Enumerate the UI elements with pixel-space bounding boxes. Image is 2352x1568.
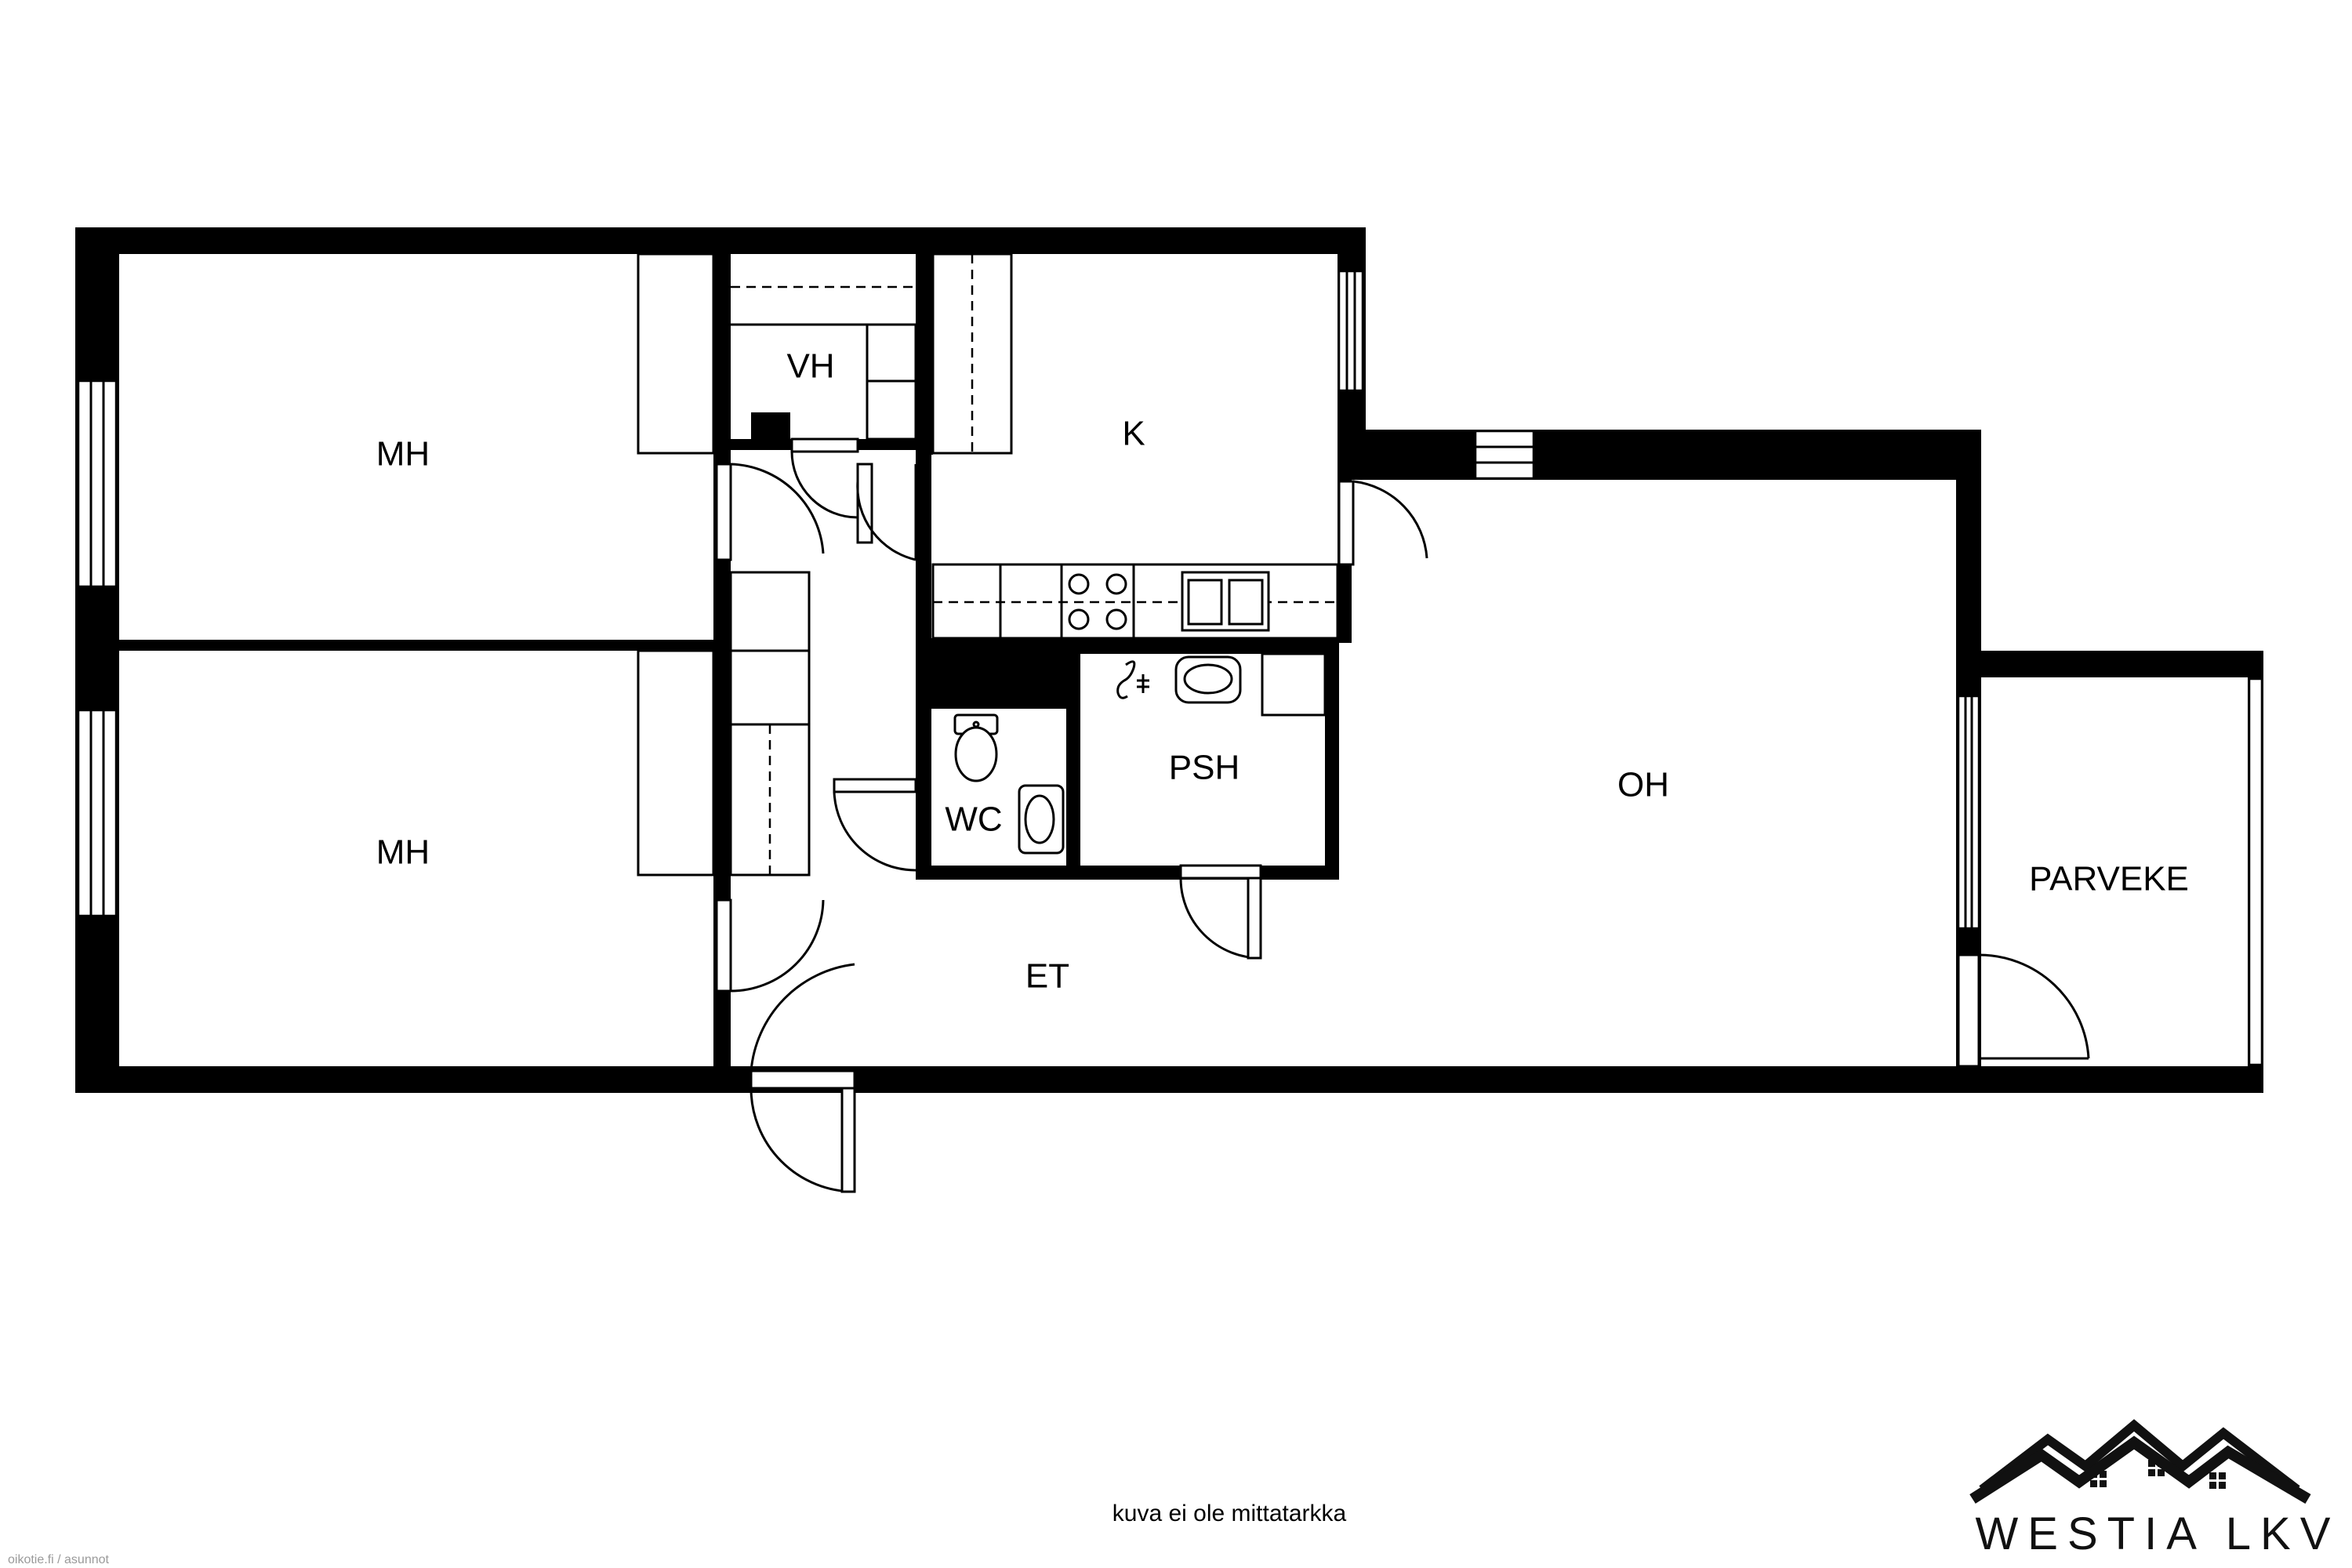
door-wc[interactable] <box>833 778 917 872</box>
balcony-glazing <box>2248 677 2263 1066</box>
kitchen-counter <box>931 563 1339 640</box>
kitchen-sink-icon <box>1181 571 1270 632</box>
doors <box>715 437 2090 1193</box>
room-labels: MH MH VH K WC PSH OH ET PARVEKE <box>376 347 2189 996</box>
room-label-vh: VH <box>786 347 834 386</box>
door-vh[interactable] <box>790 437 859 519</box>
built-ins <box>637 252 1339 877</box>
room-label-parveke: PARVEKE <box>2029 860 2189 898</box>
shower-icon <box>1116 660 1149 699</box>
psh-sink-icon <box>1174 655 1242 704</box>
door-bedroom-1[interactable] <box>715 463 825 561</box>
window-kitchen <box>1338 270 1364 392</box>
window-balcony <box>1957 695 1980 930</box>
room-label-mh-2: MH <box>376 833 430 872</box>
window-bedroom-2 <box>77 709 118 917</box>
room-label-oh: OH <box>1617 766 1669 804</box>
house-roofs-logo-icon <box>1969 1419 2311 1504</box>
room-label-k: K <box>1122 415 1145 453</box>
room-label-psh: PSH <box>1169 749 1240 787</box>
stove-icon <box>1060 564 1135 638</box>
wc-sink-icon <box>1018 784 1065 855</box>
room-label-mh-1: MH <box>376 435 430 474</box>
door-bedroom-2[interactable] <box>715 898 825 993</box>
door-kitchen[interactable] <box>856 463 916 561</box>
wardrobe-bedroom-2 <box>637 649 715 877</box>
interior-walls <box>119 227 1352 1093</box>
room-label-wc: WC <box>945 800 1002 839</box>
door-balcony[interactable] <box>1957 953 2090 1068</box>
door-psh[interactable] <box>1179 864 1262 960</box>
windows <box>77 270 2263 1066</box>
window-bedroom-1 <box>77 379 118 588</box>
source-credit: oikotie.fi / asunnot <box>8 1553 110 1566</box>
fixtures <box>953 655 1242 855</box>
room-label-et: ET <box>1025 957 1069 996</box>
wardrobe-bedroom-1 <box>637 252 715 455</box>
toilet-icon <box>953 713 999 782</box>
outer-walls <box>75 227 2263 1093</box>
psh-cabinet <box>1261 652 1327 717</box>
door-living-room[interactable] <box>1338 480 1428 566</box>
brand-name: WESTIA LKV <box>1976 1508 2340 1559</box>
scale-disclaimer: kuva ei ole mittatarkka <box>1112 1501 1347 1526</box>
window-living-room <box>1474 430 1535 480</box>
door-entrance[interactable] <box>750 963 856 1193</box>
